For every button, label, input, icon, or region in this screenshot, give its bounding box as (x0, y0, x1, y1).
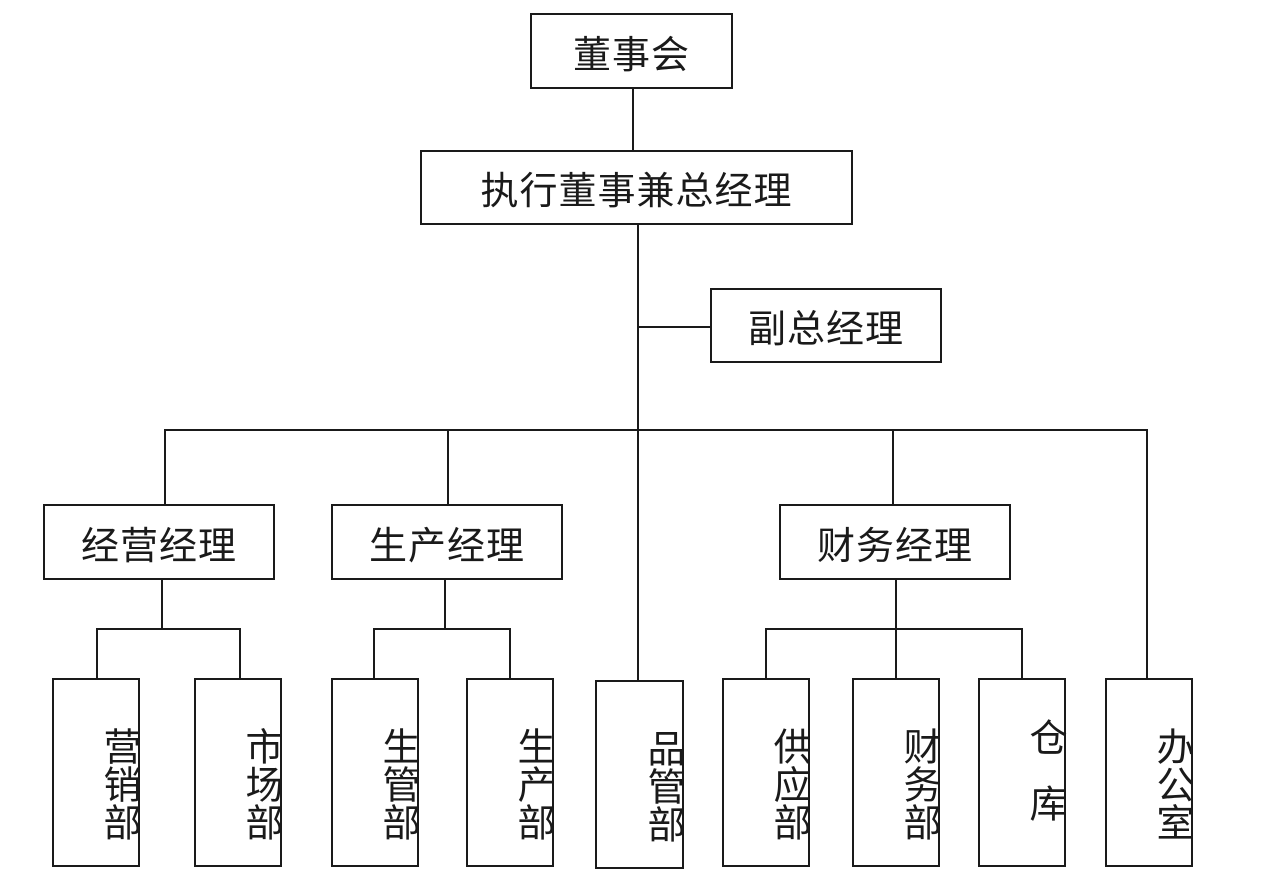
node-production-mgmt-dept: 生管部 (331, 678, 420, 867)
node-production-manager: 生产经理 (331, 504, 563, 580)
node-production-dept: 生产部 (466, 678, 555, 867)
node-warehouse: 仓库 (978, 678, 1067, 867)
node-board: 董事会 (530, 13, 733, 89)
node-supply-dept: 供应部 (722, 678, 811, 867)
node-finance-dept: 财务部 (852, 678, 941, 867)
node-quality-dept: 品管部 (595, 680, 685, 869)
node-operations-manager: 经营经理 (43, 504, 275, 580)
node-executive: 执行董事兼总经理 (420, 150, 853, 225)
node-finance-manager: 财务经理 (779, 504, 1011, 580)
node-market-dept: 市场部 (194, 678, 283, 867)
node-office: 办公室 (1105, 678, 1194, 867)
node-deputy: 副总经理 (710, 288, 942, 363)
node-sales-dept: 营销部 (52, 678, 141, 867)
